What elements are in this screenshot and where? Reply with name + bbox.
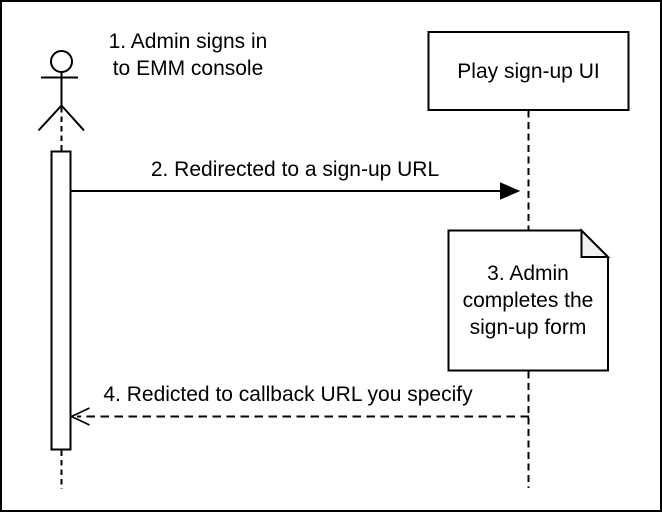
message-4-arrow bbox=[69, 407, 529, 426]
actor-label: 1. Admin signs in to EMM console bbox=[108, 30, 268, 80]
actor-figure bbox=[37, 50, 85, 132]
note-shape bbox=[447, 228, 611, 372]
note-label: 3. Admin completes the sign-up form bbox=[462, 262, 594, 339]
message-2-arrow bbox=[71, 182, 521, 200]
message-4-label: 4. Redicted to callback URL you specify bbox=[103, 383, 473, 406]
actor-leg-right bbox=[60, 104, 85, 132]
note-fold-corner bbox=[580, 228, 611, 258]
participant-label: Play sign-up UI bbox=[457, 59, 600, 83]
message-4-open-arrowhead-icon bbox=[69, 407, 90, 426]
participant-box bbox=[427, 31, 630, 111]
admin-activation-bar bbox=[50, 150, 72, 451]
actor-head bbox=[50, 50, 73, 73]
message-2-arrowhead-icon bbox=[500, 182, 521, 200]
message-2-label: 2. Redirected to a sign-up URL bbox=[150, 158, 440, 181]
actor-leg-left bbox=[37, 104, 63, 132]
note-outline bbox=[447, 229, 609, 372]
